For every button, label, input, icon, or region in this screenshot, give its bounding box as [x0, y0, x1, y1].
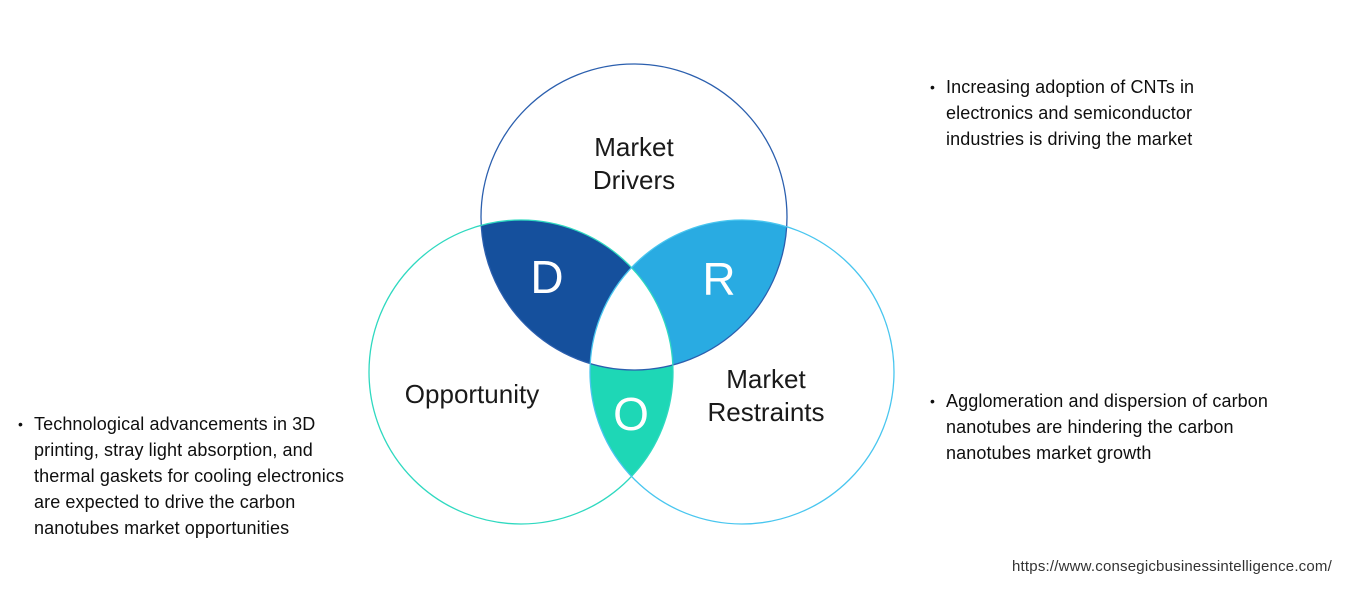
driver-note: • Increasing adoption of CNTs in electro…: [930, 74, 1270, 152]
drivers-region-group: [481, 220, 673, 370]
bullet-marker: •: [930, 393, 936, 409]
drivers-intersection-region: [481, 220, 673, 370]
source-url: https://www.consegicbusinessintelligence…: [1012, 558, 1332, 575]
drivers-region-letter: D: [530, 251, 563, 303]
drivers-circle-outline: [480, 63, 788, 371]
bullet-marker: •: [930, 79, 936, 95]
opportunity-note: • Technological advancements in 3D print…: [18, 411, 368, 541]
opportunity-label: Opportunity: [405, 379, 539, 409]
drivers-label-line1: Market: [594, 132, 674, 162]
restraint-note-text: Agglomeration and dispersion of carbon n…: [946, 391, 1269, 463]
driver-note-text: Increasing adoption of CNTs in electroni…: [946, 77, 1195, 149]
bullet-marker: •: [18, 416, 24, 432]
restraints-region-group: [590, 220, 787, 370]
restraints-region-letter: R: [702, 253, 735, 305]
opportunity-circle-outline: [368, 219, 674, 525]
restraint-note: • Agglomeration and dispersion of carbon…: [930, 388, 1290, 466]
drivers-label-line2: Drivers: [593, 165, 675, 195]
restraints-label-line1: Market: [726, 364, 806, 394]
restraints-circle-outline: [589, 219, 895, 525]
restraints-label-line2: Restraints: [707, 397, 824, 427]
opportunity-note-text: Technological advancements in 3D printin…: [34, 414, 345, 538]
opportunity-region-letter: O: [613, 388, 649, 440]
restraints-intersection-region: [590, 220, 787, 370]
